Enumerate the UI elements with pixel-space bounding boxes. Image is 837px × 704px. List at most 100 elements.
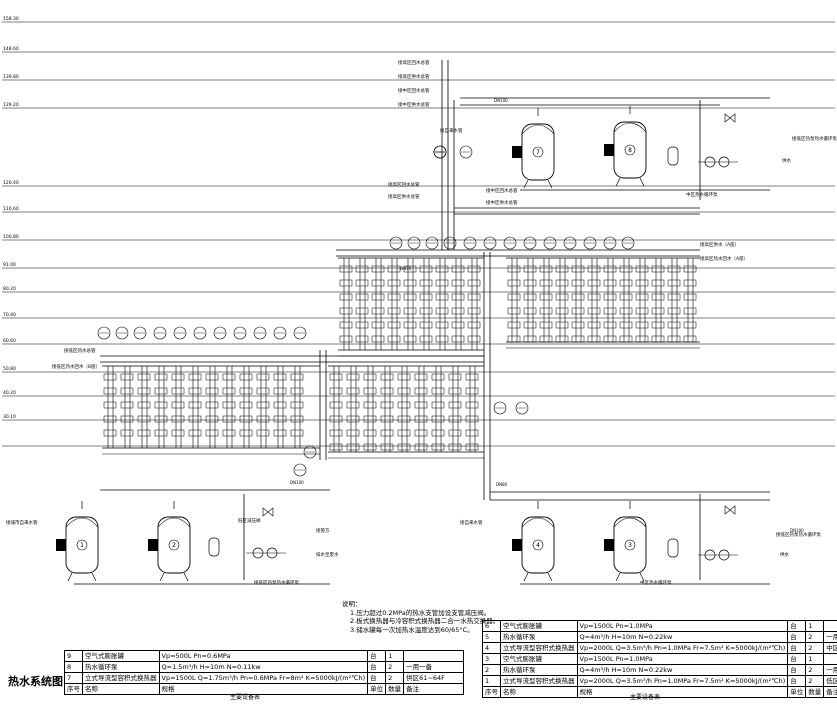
equipment-label: 接低区热泵热水循环泵 — [792, 135, 837, 142]
table-header-row: 序号 名称 规格 单位 数量 备注 — [65, 684, 464, 695]
valve-box — [572, 266, 584, 272]
tank-leg — [184, 573, 188, 581]
cell-name: 热水循环泵 — [501, 632, 578, 643]
valve-box — [432, 374, 444, 380]
valve-box — [588, 294, 600, 300]
valve-box — [330, 416, 342, 422]
tank-flange — [148, 539, 158, 551]
valve-box — [330, 430, 342, 436]
valve-box — [415, 374, 427, 380]
riser-grids — [102, 258, 700, 458]
equipment-label: 中区热水循环泵 — [640, 579, 672, 586]
water-heater-tank: 4 — [512, 501, 554, 581]
floor-level-label: 40.20 — [3, 390, 16, 396]
valve-box — [291, 402, 303, 408]
cell-note: 供区61~64F — [404, 673, 464, 684]
valve-box — [172, 430, 184, 436]
valve-box — [330, 402, 342, 408]
cell-unit: 台 — [368, 673, 386, 684]
valve-box — [432, 444, 444, 450]
valve-box — [138, 374, 150, 380]
zone-label: 接高区供水总管 — [398, 73, 430, 80]
valve-box — [372, 308, 384, 314]
valve-box — [372, 336, 384, 342]
valve-box — [172, 388, 184, 394]
valve-box — [415, 416, 427, 422]
floor-level-label: 100.80 — [3, 234, 19, 240]
valve-box — [540, 308, 552, 314]
valve-box — [347, 402, 359, 408]
expansion-tank-body — [209, 538, 219, 556]
cell-qty: 2 — [386, 662, 404, 673]
valve-box — [620, 266, 632, 272]
valve-box — [508, 336, 520, 342]
valve-box — [138, 430, 150, 436]
zone-label: 接高区回水总管 — [388, 181, 420, 188]
table-row: 9 空气式膨胀罐 Vp=500L Pn=0.6MPa 台 1 — [65, 651, 464, 662]
valve-box — [588, 336, 600, 342]
valve-box — [257, 416, 269, 422]
valve-box — [364, 402, 376, 408]
valve-box — [121, 416, 133, 422]
valve-box — [524, 336, 536, 342]
valve-box — [340, 308, 352, 314]
equipment-label: 接低区热泵热水循环泵 — [254, 579, 299, 586]
cell-name: 热水循环泵 — [83, 662, 160, 673]
valve-box — [415, 444, 427, 450]
valve-box — [381, 444, 393, 450]
cell-no: 7 — [65, 673, 83, 684]
annotation-labels: 接高区回水总管接高区供水总管接中区回水总管接中区供水总管接高区回水总管接高区供水… — [6, 59, 837, 586]
valve-box — [274, 402, 286, 408]
valve-box — [636, 266, 648, 272]
tank-leg — [640, 573, 644, 581]
valve-box — [330, 388, 342, 394]
valve-box — [189, 388, 201, 394]
valve-box — [436, 336, 448, 342]
cell-spec: Vp=2000L Q=3.5m³/h Pn=1.0MPa Fr=7.5m² K=… — [577, 676, 788, 687]
floor-lines: 158.30148.60139.80129.20120.40110.60100.… — [2, 16, 835, 446]
valve-box — [347, 416, 359, 422]
valve-box — [398, 430, 410, 436]
valve-box — [540, 322, 552, 328]
tank-number: 8 — [628, 147, 632, 154]
valve-box — [636, 294, 648, 300]
valve-box — [420, 280, 432, 286]
note-line: 1.压力超过0.2MPa的热水支管加设支管减压阀。 — [342, 609, 499, 618]
expansion-tank — [209, 538, 219, 556]
cell-no: 2 — [483, 665, 501, 676]
tank-leg — [92, 573, 96, 581]
valve-box — [620, 280, 632, 286]
zone-label: 接中区供水总管 — [398, 101, 430, 108]
valve-box — [468, 294, 480, 300]
valve-box — [508, 280, 520, 286]
valve-box — [347, 388, 359, 394]
valve-box — [436, 322, 448, 328]
valve-box — [436, 266, 448, 272]
valve-box — [452, 294, 464, 300]
table-row: 8 热水循环泵 Q=1.5m³/h H=10m N=0.11kw 台 2 一用一… — [65, 662, 464, 673]
valve-box — [398, 444, 410, 450]
valve-box — [468, 336, 480, 342]
valve-box — [604, 294, 616, 300]
equipment-label: 中区热水循环泵 — [686, 191, 718, 198]
cell-spec: Q=4m³/h H=10m N=0.22kw — [577, 665, 788, 676]
valve-box — [340, 280, 352, 286]
cell-qty: 2 — [806, 665, 824, 676]
valve-box — [432, 388, 444, 394]
tank-flange — [512, 539, 522, 551]
valve-box — [206, 402, 218, 408]
cell-qty: 1 — [386, 651, 404, 662]
floor-level-label: 148.60 — [3, 46, 19, 52]
valve-box — [257, 388, 269, 394]
valve-box — [466, 430, 478, 436]
valve-box — [155, 388, 167, 394]
cell-note: 一用一备 — [824, 632, 837, 643]
valve-box — [540, 280, 552, 286]
valve-box — [356, 308, 368, 314]
valve-box — [449, 374, 461, 380]
water-heater-tank: 3 — [604, 501, 646, 581]
